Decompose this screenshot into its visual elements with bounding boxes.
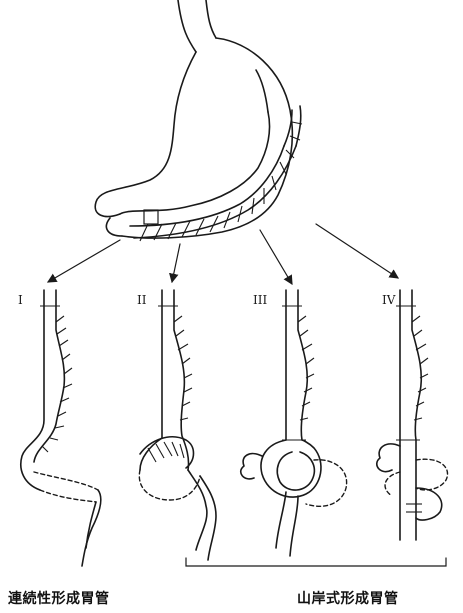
arrow-to-panel-3 bbox=[260, 230, 292, 284]
arrows bbox=[48, 224, 398, 284]
panel-number: II bbox=[137, 293, 147, 307]
arrow-to-panel-1 bbox=[48, 240, 120, 282]
panel-3: III bbox=[241, 290, 347, 556]
panel-number: I bbox=[18, 293, 23, 307]
group-bracket bbox=[186, 558, 446, 566]
caption-yamagishi-gastric-tube: 山岸式形成胃管 bbox=[297, 588, 399, 608]
panel-number: III bbox=[253, 293, 267, 307]
panel-4: IV bbox=[377, 290, 448, 540]
arrow-to-panel-4 bbox=[316, 224, 398, 278]
panel-1: I bbox=[18, 290, 101, 566]
panel-2: II bbox=[137, 290, 216, 560]
stomach-illustration bbox=[95, 0, 302, 241]
caption-continuous-gastric-tube: 連続性形成胃管 bbox=[8, 588, 110, 608]
arrow-to-panel-2 bbox=[172, 244, 180, 282]
panel-number: IV bbox=[382, 293, 396, 307]
